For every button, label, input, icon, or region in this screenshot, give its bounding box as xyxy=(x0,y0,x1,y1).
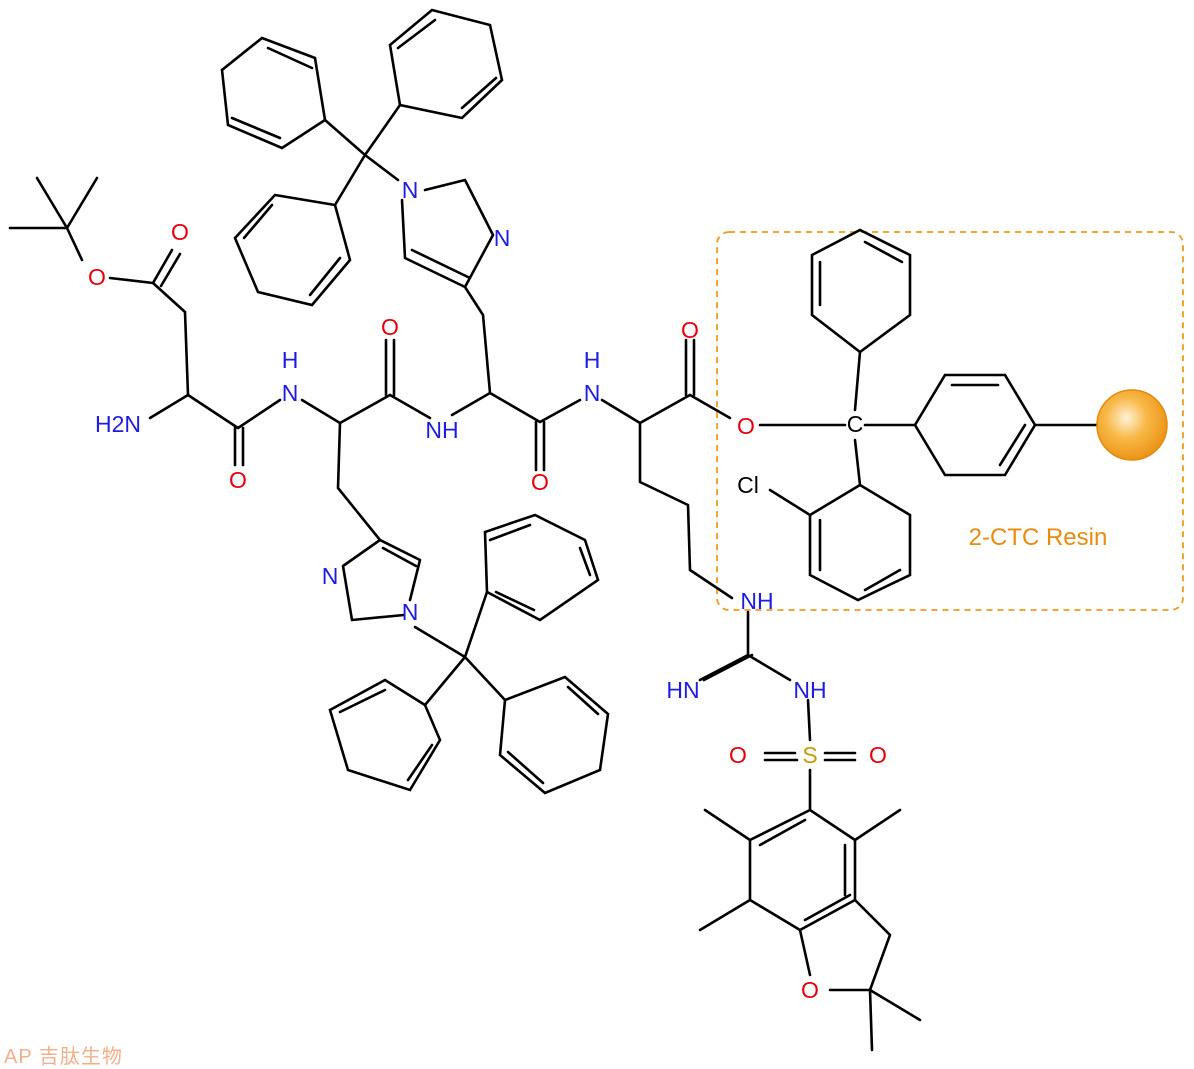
atom-his2-n-ring: N xyxy=(322,563,339,589)
atom-o-acid: O xyxy=(681,317,699,343)
atom-sulfonyl-s: S xyxy=(802,742,817,768)
atom-arg-imine: HN xyxy=(666,677,699,703)
resin-label: 2-CTC Resin xyxy=(969,524,1108,551)
atom-his1-n-trt: N xyxy=(402,177,419,203)
atom-c-trityl: C xyxy=(847,411,864,437)
atom-nh-amide3-n: N xyxy=(584,380,601,406)
resin-bead xyxy=(1096,389,1168,461)
atom-his2-n-trt: N xyxy=(402,599,419,625)
atom-o-ester-resin: O xyxy=(737,413,755,439)
company-logo-text: AP 吉肽生物 xyxy=(4,1046,123,1068)
stereo-hash-bonds xyxy=(184,314,641,489)
atom-nh-amide3-h: H xyxy=(584,347,601,373)
atom-cl: Cl xyxy=(737,472,759,498)
atom-sulfonyl-o1: O xyxy=(729,742,747,768)
atom-o-amide2: O xyxy=(381,314,399,340)
atom-arg-nh2: NH xyxy=(793,677,826,703)
atom-pbf-o: O xyxy=(801,977,819,1003)
atom-amine-terminal: H2N xyxy=(95,411,141,437)
atom-o-amide3: O xyxy=(531,469,549,495)
resin-highlight-box xyxy=(716,231,1184,611)
atom-labels: O O H2N H N O O NH O H N O O C Cl N N N … xyxy=(87,177,887,1003)
atom-arg-nh: NH xyxy=(740,588,773,614)
atom-o-amide1: O xyxy=(229,467,247,493)
atom-nh-amide1-n: N xyxy=(282,380,299,406)
atom-nh-amide1-h: H xyxy=(282,347,299,373)
atom-his1-n-ring: N xyxy=(494,225,511,251)
atom-o-ester-carbonyl: O xyxy=(171,219,189,245)
atom-sulfonyl-o2: O xyxy=(869,742,887,768)
atom-o-ester-single: O xyxy=(88,264,106,290)
atom-nh-amide2: NH xyxy=(425,417,458,443)
bond-skeleton xyxy=(8,8,1102,1052)
